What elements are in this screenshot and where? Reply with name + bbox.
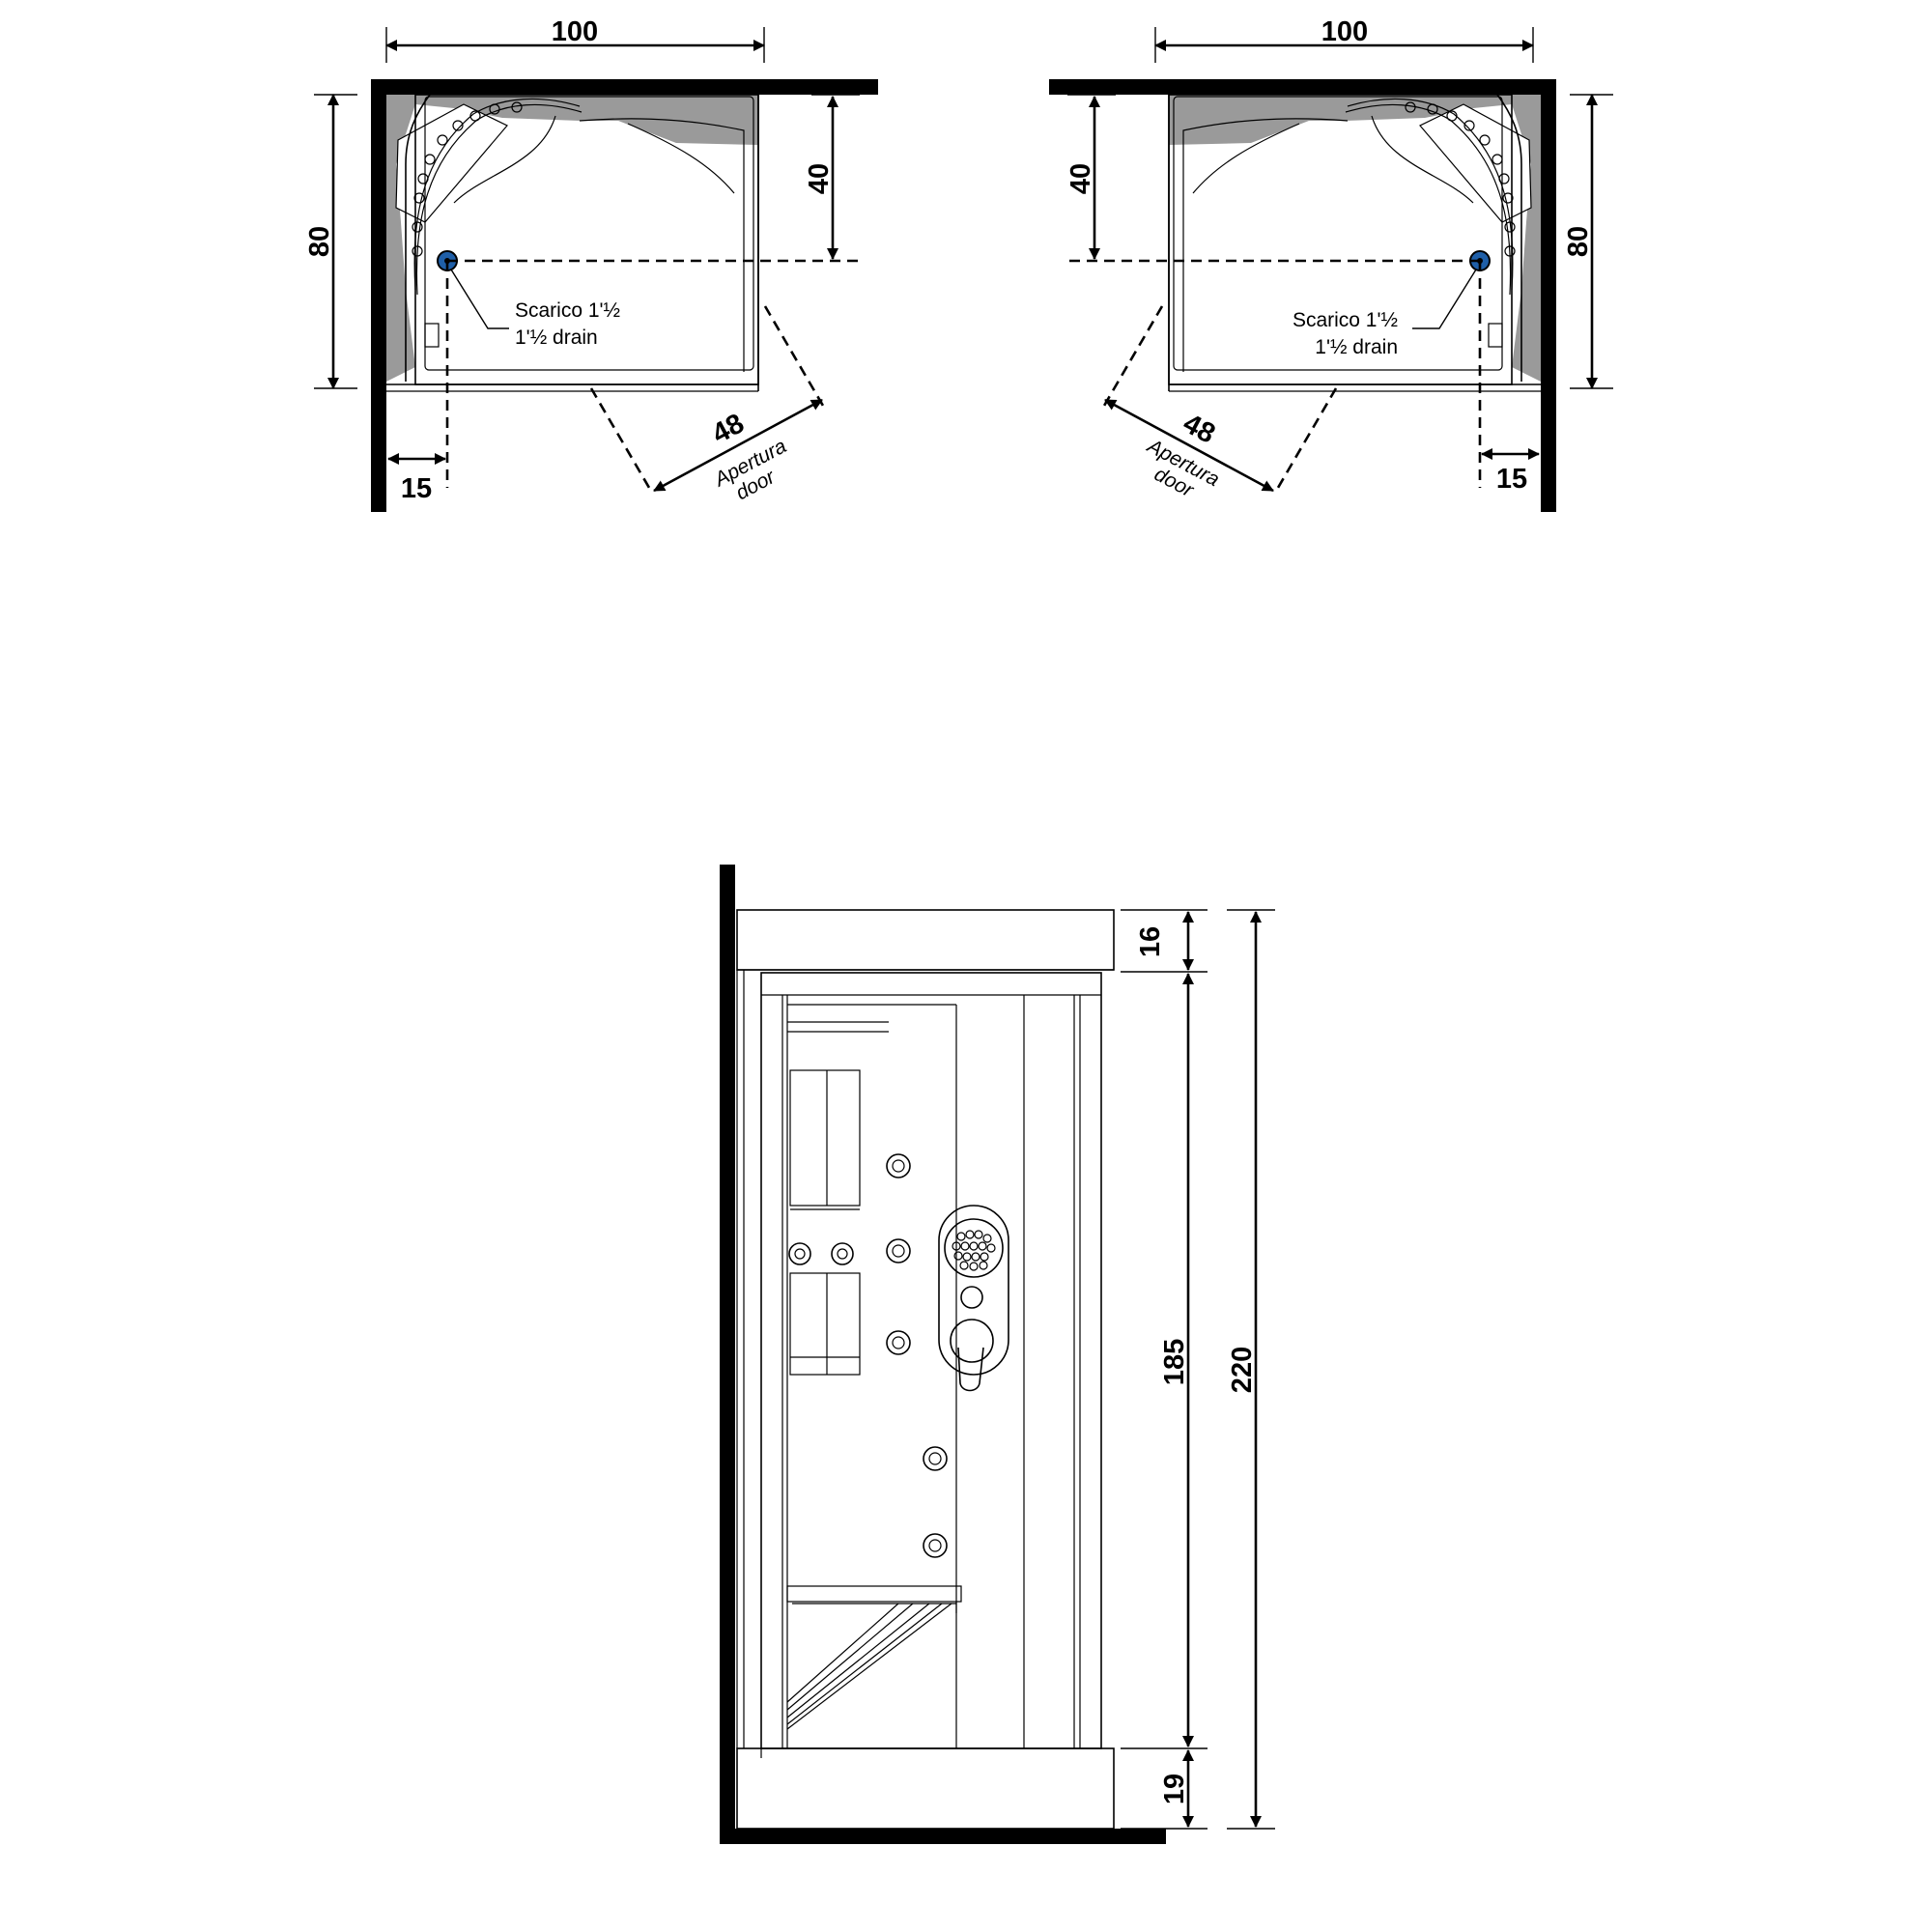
curved-panel xyxy=(405,94,431,382)
top-canopy xyxy=(736,909,1115,971)
width-dimension: 100 xyxy=(1321,16,1368,47)
mixer-knob xyxy=(950,1319,994,1363)
depth-dimension: 80 xyxy=(304,226,335,257)
wall-left xyxy=(371,79,386,512)
mixer-tap xyxy=(424,323,440,348)
body-jets xyxy=(788,1153,948,1558)
width-dimension: 100 xyxy=(552,16,598,47)
depth-dimension: 80 xyxy=(1563,226,1594,257)
side-offset-dimension: 15 xyxy=(1496,464,1527,495)
shelf-lower xyxy=(789,1272,861,1376)
total-height-dimension: 220 xyxy=(1227,1347,1258,1393)
plan-view-left: Scarico 1'½ 1'½ drain 100 80 40 15 48 Ap… xyxy=(304,16,878,512)
mixer-lever xyxy=(957,1347,984,1392)
floor xyxy=(720,1829,1166,1844)
wall-top xyxy=(1049,79,1556,95)
diverter-knob xyxy=(960,1286,983,1309)
hand-shower-head xyxy=(944,1218,1004,1278)
back-panel-shade xyxy=(1169,95,1541,382)
drain-label-en: 1'½ drain xyxy=(1315,336,1398,358)
control-panel xyxy=(938,1205,1009,1376)
corner-seat xyxy=(395,103,508,223)
canopy-height-dimension: 16 xyxy=(1135,926,1166,957)
plan-view-right: Scarico 1'½ 1'½ drain 100 80 40 15 48 Ap… xyxy=(1049,16,1613,512)
jets-row-left xyxy=(412,101,523,257)
jets-row-right xyxy=(1405,101,1516,257)
shelf-upper xyxy=(789,1069,861,1207)
mixer-tap xyxy=(1488,323,1503,348)
cabin-height-dimension: 185 xyxy=(1159,1339,1190,1385)
shower-tray-inner xyxy=(424,96,754,371)
drain-offset-dimension: 40 xyxy=(1065,163,1096,194)
cabin-frame xyxy=(760,972,1102,1749)
drain-offset-dimension: 40 xyxy=(804,163,835,194)
shower-tray-inner xyxy=(1173,96,1503,371)
back-panel-shade xyxy=(386,95,758,382)
drain-label-en: 1'½ drain xyxy=(515,327,598,349)
drain-label-it: Scarico 1'½ xyxy=(1293,309,1398,331)
corner-seat xyxy=(1419,103,1532,223)
elevation-view: 16 185 19 220 xyxy=(720,865,1275,1844)
drain-label-it: Scarico 1'½ xyxy=(515,299,620,322)
base-tray xyxy=(736,1747,1115,1830)
side-offset-dimension: 15 xyxy=(401,473,432,504)
curved-panel xyxy=(1496,94,1522,382)
tray-height-dimension: 19 xyxy=(1159,1774,1190,1804)
wall-right xyxy=(1541,79,1556,512)
wall-top xyxy=(371,79,878,95)
wall-back xyxy=(720,865,735,1842)
shower-nozzles xyxy=(952,1230,996,1271)
fold-seat xyxy=(786,1585,962,1603)
